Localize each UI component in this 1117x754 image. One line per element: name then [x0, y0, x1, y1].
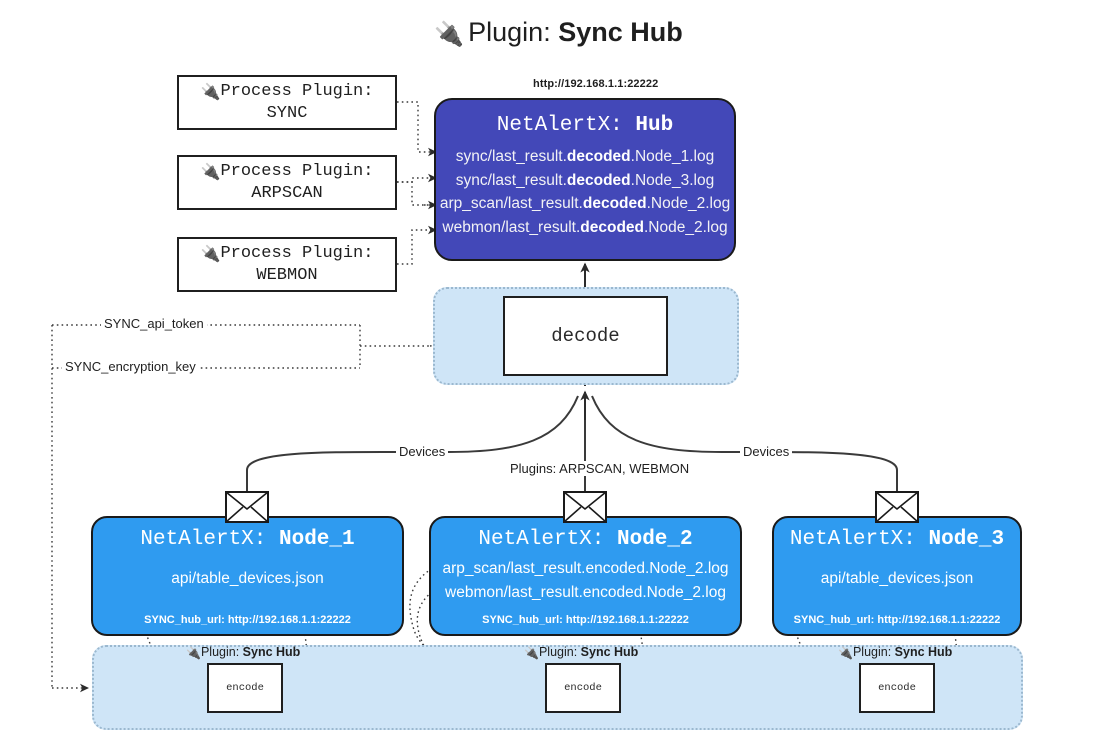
process-plugin-box-arpscan[interactable]: 🔌Process Plugin: ARPSCAN: [177, 155, 397, 210]
hub-log-line: sync/last_result.decoded.Node_3.log: [455, 171, 715, 189]
page-title: 🔌Plugin: Sync Hub: [0, 17, 1117, 48]
plug-icon: 🔌: [200, 161, 221, 181]
encoder-caption-3: 🔌Plugin: Sync Hub: [838, 645, 953, 660]
edge-label-devices-right: Devices: [740, 444, 793, 459]
node-hub-url: SYNC_hub_url: http://192.168.1.1:22222: [482, 614, 689, 626]
page-title-prefix: Plugin:: [468, 17, 551, 47]
node-data-line: api/table_devices.json: [820, 570, 974, 587]
node-box-node-1[interactable]: NetAlertX: Node_1 api/table_devices.json…: [91, 516, 404, 636]
hub-title: NetAlertX: Hub: [496, 114, 674, 137]
envelope-icon: [563, 491, 607, 523]
node-box-node-2[interactable]: NetAlertX: Node_2 arp_scan/last_result.e…: [429, 516, 742, 636]
hub-log-line: arp_scan/last_result.decoded.Node_2.log: [439, 195, 731, 213]
encode-box-1[interactable]: encode: [207, 663, 283, 713]
envelope-icon: [875, 491, 919, 523]
encoder-caption-1: 🔌Plugin: Sync Hub: [186, 645, 301, 660]
process-plugin-line1: 🔌Process Plugin:: [200, 243, 374, 263]
plug-icon: 🔌: [838, 646, 853, 660]
node-title: NetAlertX: Node_3: [789, 528, 1005, 551]
process-plugin-box-webmon[interactable]: 🔌Process Plugin: WEBMON: [177, 237, 397, 292]
plug-icon: 🔌: [200, 81, 221, 101]
encode-box-2[interactable]: encode: [545, 663, 621, 713]
edge-label-devices-left: Devices: [396, 444, 449, 459]
secret-label-api-token: SYNC_api_token: [101, 316, 207, 331]
plug-icon: 🔌: [200, 243, 221, 263]
plug-icon: 🔌: [524, 646, 539, 660]
decode-box[interactable]: decode: [503, 296, 668, 376]
process-plugin-line2: ARPSCAN: [251, 183, 323, 203]
plugin-to-hub-connectors: [397, 101, 437, 265]
page-title-name: Sync Hub: [558, 17, 683, 47]
node-hub-url: SYNC_hub_url: http://192.168.1.1:22222: [793, 614, 1001, 626]
hub-log-line: sync/last_result.decoded.Node_1.log: [455, 148, 715, 165]
process-plugin-line2: WEBMON: [256, 265, 318, 285]
node-data-line: webmon/last_result.encoded.Node_2.log: [445, 584, 726, 602]
hub-box[interactable]: NetAlertX: Hub sync/last_result.decoded.…: [434, 98, 736, 261]
process-plugin-line1: 🔌Process Plugin:: [200, 81, 374, 101]
plug-icon: 🔌: [186, 646, 201, 660]
node-data-line: api/table_devices.json: [171, 570, 324, 587]
encoder-caption-2: 🔌Plugin: Sync Hub: [524, 645, 639, 660]
encode-box-3[interactable]: encode: [859, 663, 935, 713]
node-title: NetAlertX: Node_2: [478, 528, 693, 551]
envelope-icon: [225, 491, 269, 523]
hub-url-label: http://192.168.1.1:22222: [533, 78, 659, 90]
hub-log-line: webmon/last_result.decoded.Node_2.log: [442, 218, 728, 236]
node-hub-url: SYNC_hub_url: http://192.168.1.1:22222: [144, 614, 351, 626]
node-title: NetAlertX: Node_1: [140, 528, 355, 551]
node-box-node-3[interactable]: NetAlertX: Node_3 api/table_devices.json…: [772, 516, 1022, 636]
process-plugin-box-sync[interactable]: 🔌Process Plugin: SYNC: [177, 75, 397, 130]
plug-icon: 🔌: [434, 21, 465, 48]
secret-label-encryption-key: SYNC_encryption_key: [62, 359, 199, 374]
edge-label-plugins: Plugins: ARPSCAN, WEBMON: [507, 461, 693, 476]
process-plugin-line2: SYNC: [266, 103, 308, 123]
process-plugin-line1: 🔌Process Plugin:: [200, 161, 374, 181]
node-data-line: arp_scan/last_result.encoded.Node_2.log: [442, 560, 729, 577]
